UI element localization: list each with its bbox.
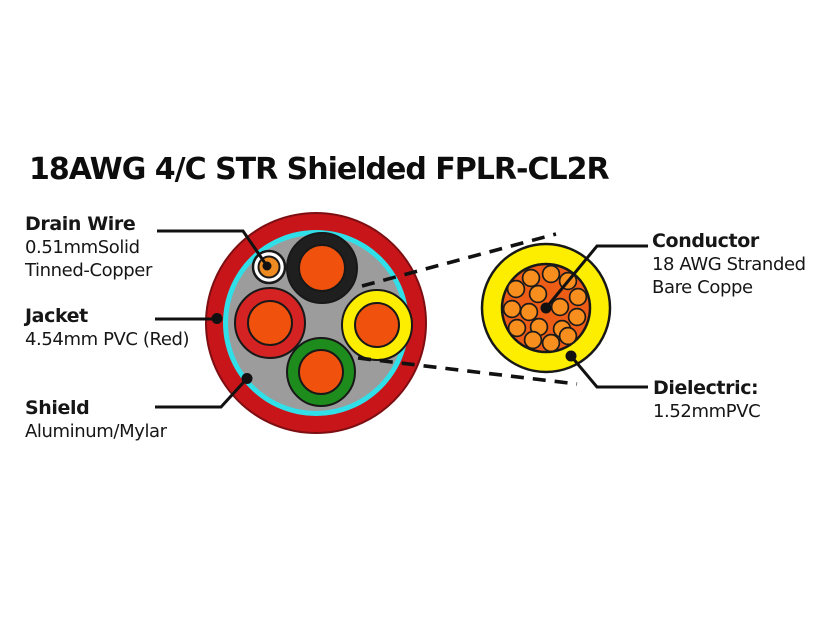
conductor-black (286, 232, 358, 304)
zoom-guide-upper-dashed-line (361, 232, 557, 288)
page-title: 18AWG 4/C STR Shielded FPLR-CL2R (29, 152, 610, 187)
dielectric-label: Dielectric: 1.52mmPVC (653, 377, 761, 423)
shield-leader-dot (241, 373, 253, 384)
dielectric-leader-dot (565, 350, 577, 362)
dielectric-label-size: 1.52mmPVC (653, 401, 761, 422)
drain-wire-leader-dot (262, 261, 272, 271)
callout-leaders (155, 229, 648, 409)
zoom-guide-lower-dashed-line (357, 356, 578, 386)
conductor-label-size: 18 AWG Stranded (652, 254, 806, 275)
jacket-label-size: 4.54mm PVC (Red) (25, 329, 190, 350)
shield-label-heading: Shield (25, 397, 90, 419)
jacket-label-heading: Jacket (25, 305, 88, 327)
shield-label-material: Aluminum/Mylar (25, 421, 167, 442)
jacket-leader-dot (211, 313, 223, 324)
conductor-label-heading: Conductor (652, 230, 759, 252)
conductor-label-material: Bare Coppe (652, 277, 753, 298)
drain-wire-label-size: 0.51mmSolid (25, 237, 140, 258)
dielectric-leader-line (569, 355, 648, 389)
cable-cross-section (205, 212, 427, 434)
conductor-leader-line (544, 244, 648, 309)
conductor-strands (502, 264, 588, 353)
drain-wire-label-material: Tinned-Copper (25, 260, 152, 281)
conductor-yellow (341, 289, 413, 361)
shield-leader-line (155, 377, 249, 409)
shield-label: Shield Aluminum/Mylar (25, 397, 167, 443)
drain-wire-leader-line (157, 229, 269, 267)
conductor-label: Conductor 18 AWG Stranded Bare Coppe (652, 230, 806, 299)
conductor-red (234, 287, 306, 359)
conductor-leader-dot (540, 302, 552, 314)
dielectric-label-heading: Dielectric: (653, 377, 759, 399)
drain-wire-label-heading: Drain Wire (25, 213, 136, 235)
jacket-label: Jacket 4.54mm PVC (Red) (25, 305, 190, 351)
conductor-green (286, 337, 356, 407)
drain-wire-label: Drain Wire 0.51mmSolid Tinned-Copper (25, 213, 152, 282)
